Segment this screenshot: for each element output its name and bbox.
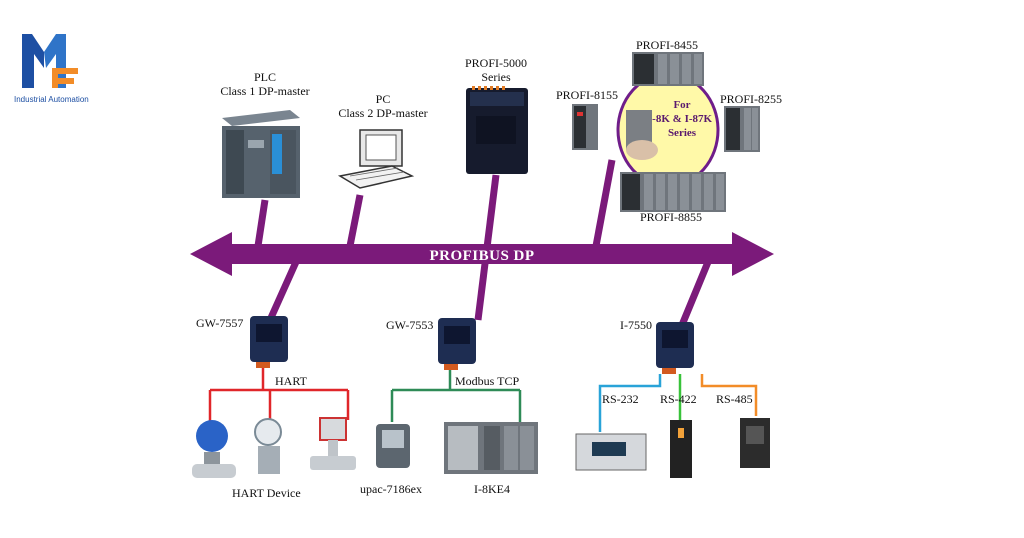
hart-device-label: HART Device — [232, 486, 301, 500]
oval-line-2: I-8K & I-87K — [648, 113, 713, 125]
modbus-protocol-label: Modbus TCP — [455, 374, 520, 388]
rs422-module-icon — [670, 420, 692, 478]
profi5000-device-icon — [466, 86, 528, 174]
profi8255-device-icon — [724, 106, 760, 152]
hart-transmitter-1-icon — [192, 420, 236, 478]
profibus-bus: PROFIBUS DP — [190, 232, 774, 276]
bus-label: PROFIBUS DP — [429, 248, 534, 264]
hart-transmitter-2-icon — [254, 418, 282, 474]
hart-valve-icon — [310, 417, 356, 470]
serial-lines — [598, 374, 758, 432]
i7550-label: I-7550 — [620, 318, 652, 332]
upac7186-device-icon — [376, 424, 410, 468]
rs485-reader-icon — [740, 418, 770, 468]
gw7553-label: GW-7553 — [386, 318, 434, 332]
upac-label: upac-7186ex — [360, 482, 422, 496]
profi8155-device-icon — [572, 104, 598, 150]
gw7557-label: GW-7557 — [196, 316, 244, 330]
brand-tagline: Industrial Automation — [14, 95, 89, 104]
i7550-device-icon — [656, 322, 694, 374]
rs232-meter-icon — [575, 433, 647, 471]
rs485-protocol-label: RS-485 — [716, 392, 753, 406]
profi8255-label: PROFI-8255 — [720, 92, 783, 106]
gw7557-device-icon — [250, 316, 288, 368]
profi8855-label: PROFI-8855 — [640, 210, 703, 224]
gw7553-device-icon — [438, 318, 476, 370]
i8ke4-label: I-8KE4 — [474, 482, 510, 496]
profi8155-label: PROFI-8155 — [556, 88, 619, 102]
i8k-series-highlight: For I-8K & I-87K Series — [616, 72, 720, 188]
rs422-protocol-label: RS-422 — [660, 392, 697, 406]
rs232-protocol-label: RS-232 — [602, 392, 639, 406]
modbus-lines — [390, 370, 522, 422]
oval-line-3: Series — [668, 127, 697, 139]
i8ke4-device-icon — [444, 422, 538, 474]
pc-device-icon — [337, 129, 415, 189]
brand-logo-icon — [14, 28, 104, 108]
profi8455-label: PROFI-8455 — [636, 38, 699, 52]
hart-protocol-label: HART — [275, 374, 307, 388]
bus-drop-lines — [254, 159, 712, 327]
profi8455-device-icon — [632, 52, 704, 86]
oval-line-1: For — [673, 99, 690, 111]
plc-device-icon — [222, 110, 300, 198]
profi8855-device-icon — [620, 172, 726, 212]
hart-lines — [208, 368, 350, 424]
